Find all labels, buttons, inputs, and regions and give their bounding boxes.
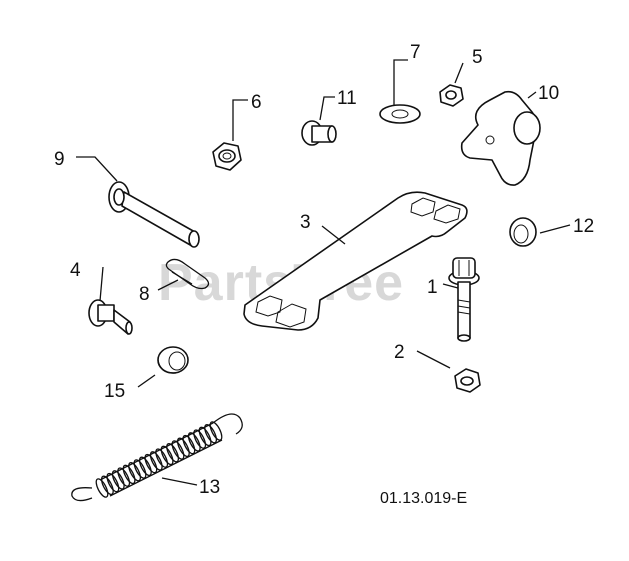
callout-15: 15	[104, 381, 125, 402]
part-15-spacer[interactable]	[157, 346, 189, 374]
spring-coil	[182, 434, 196, 455]
spring-coil	[128, 461, 142, 482]
part-2-nut[interactable]	[454, 368, 481, 393]
part-8-hairpin[interactable]	[165, 258, 210, 290]
callout-12: 12	[573, 216, 594, 237]
spring-coil	[176, 437, 190, 458]
callout-10: 10	[538, 83, 559, 104]
spring-coil	[204, 423, 218, 444]
spring-coil	[100, 475, 114, 496]
leader-lines	[76, 59, 571, 486]
spring-coil	[171, 440, 185, 460]
part-12-cap-nut[interactable]	[509, 217, 537, 247]
callout-3: 3	[300, 212, 311, 233]
part-11-shoulder-bolt[interactable]	[301, 120, 337, 146]
callout-13: 13	[199, 477, 220, 498]
spring-coil	[149, 451, 163, 471]
callout-4: 4	[70, 260, 81, 281]
spring-coil	[144, 453, 158, 474]
callout-5: 5	[472, 47, 483, 68]
callout-9: 9	[54, 149, 65, 170]
spring-coil	[111, 470, 125, 490]
part-6-lock-nut[interactable]	[212, 142, 242, 171]
spring-coil	[187, 432, 201, 452]
spring-coil	[193, 429, 207, 449]
callout-8: 8	[139, 284, 150, 305]
part-7-washer[interactable]	[379, 104, 421, 124]
part-5-nut[interactable]	[439, 84, 464, 107]
spring-coil	[133, 459, 147, 479]
part-1-bolt[interactable]	[448, 257, 480, 342]
callout-1: 1	[427, 277, 438, 298]
spring-coil	[160, 445, 174, 466]
spring-coil	[198, 426, 212, 447]
spring-coil	[166, 442, 180, 463]
spring-coil	[209, 421, 223, 441]
part-9-pin[interactable]	[108, 181, 200, 248]
part-4-shoulder-bolt[interactable]	[88, 299, 133, 335]
drawing-code: 01.13.019-E	[380, 490, 467, 507]
spring-coil	[122, 464, 136, 485]
callout-11: 11	[337, 88, 357, 109]
spring-coil	[155, 448, 169, 468]
spring-coil	[138, 456, 152, 477]
callout-2: 2	[394, 342, 405, 363]
spring-coil	[117, 467, 131, 487]
spring-coil	[95, 478, 109, 498]
callout-6: 6	[251, 92, 262, 113]
part-3-wrench-plate[interactable]	[243, 191, 468, 331]
callout-7: 7	[410, 42, 421, 63]
spring-coil	[106, 472, 120, 493]
part-13-spring[interactable]	[71, 413, 243, 502]
part-10-knob[interactable]	[460, 90, 541, 186]
